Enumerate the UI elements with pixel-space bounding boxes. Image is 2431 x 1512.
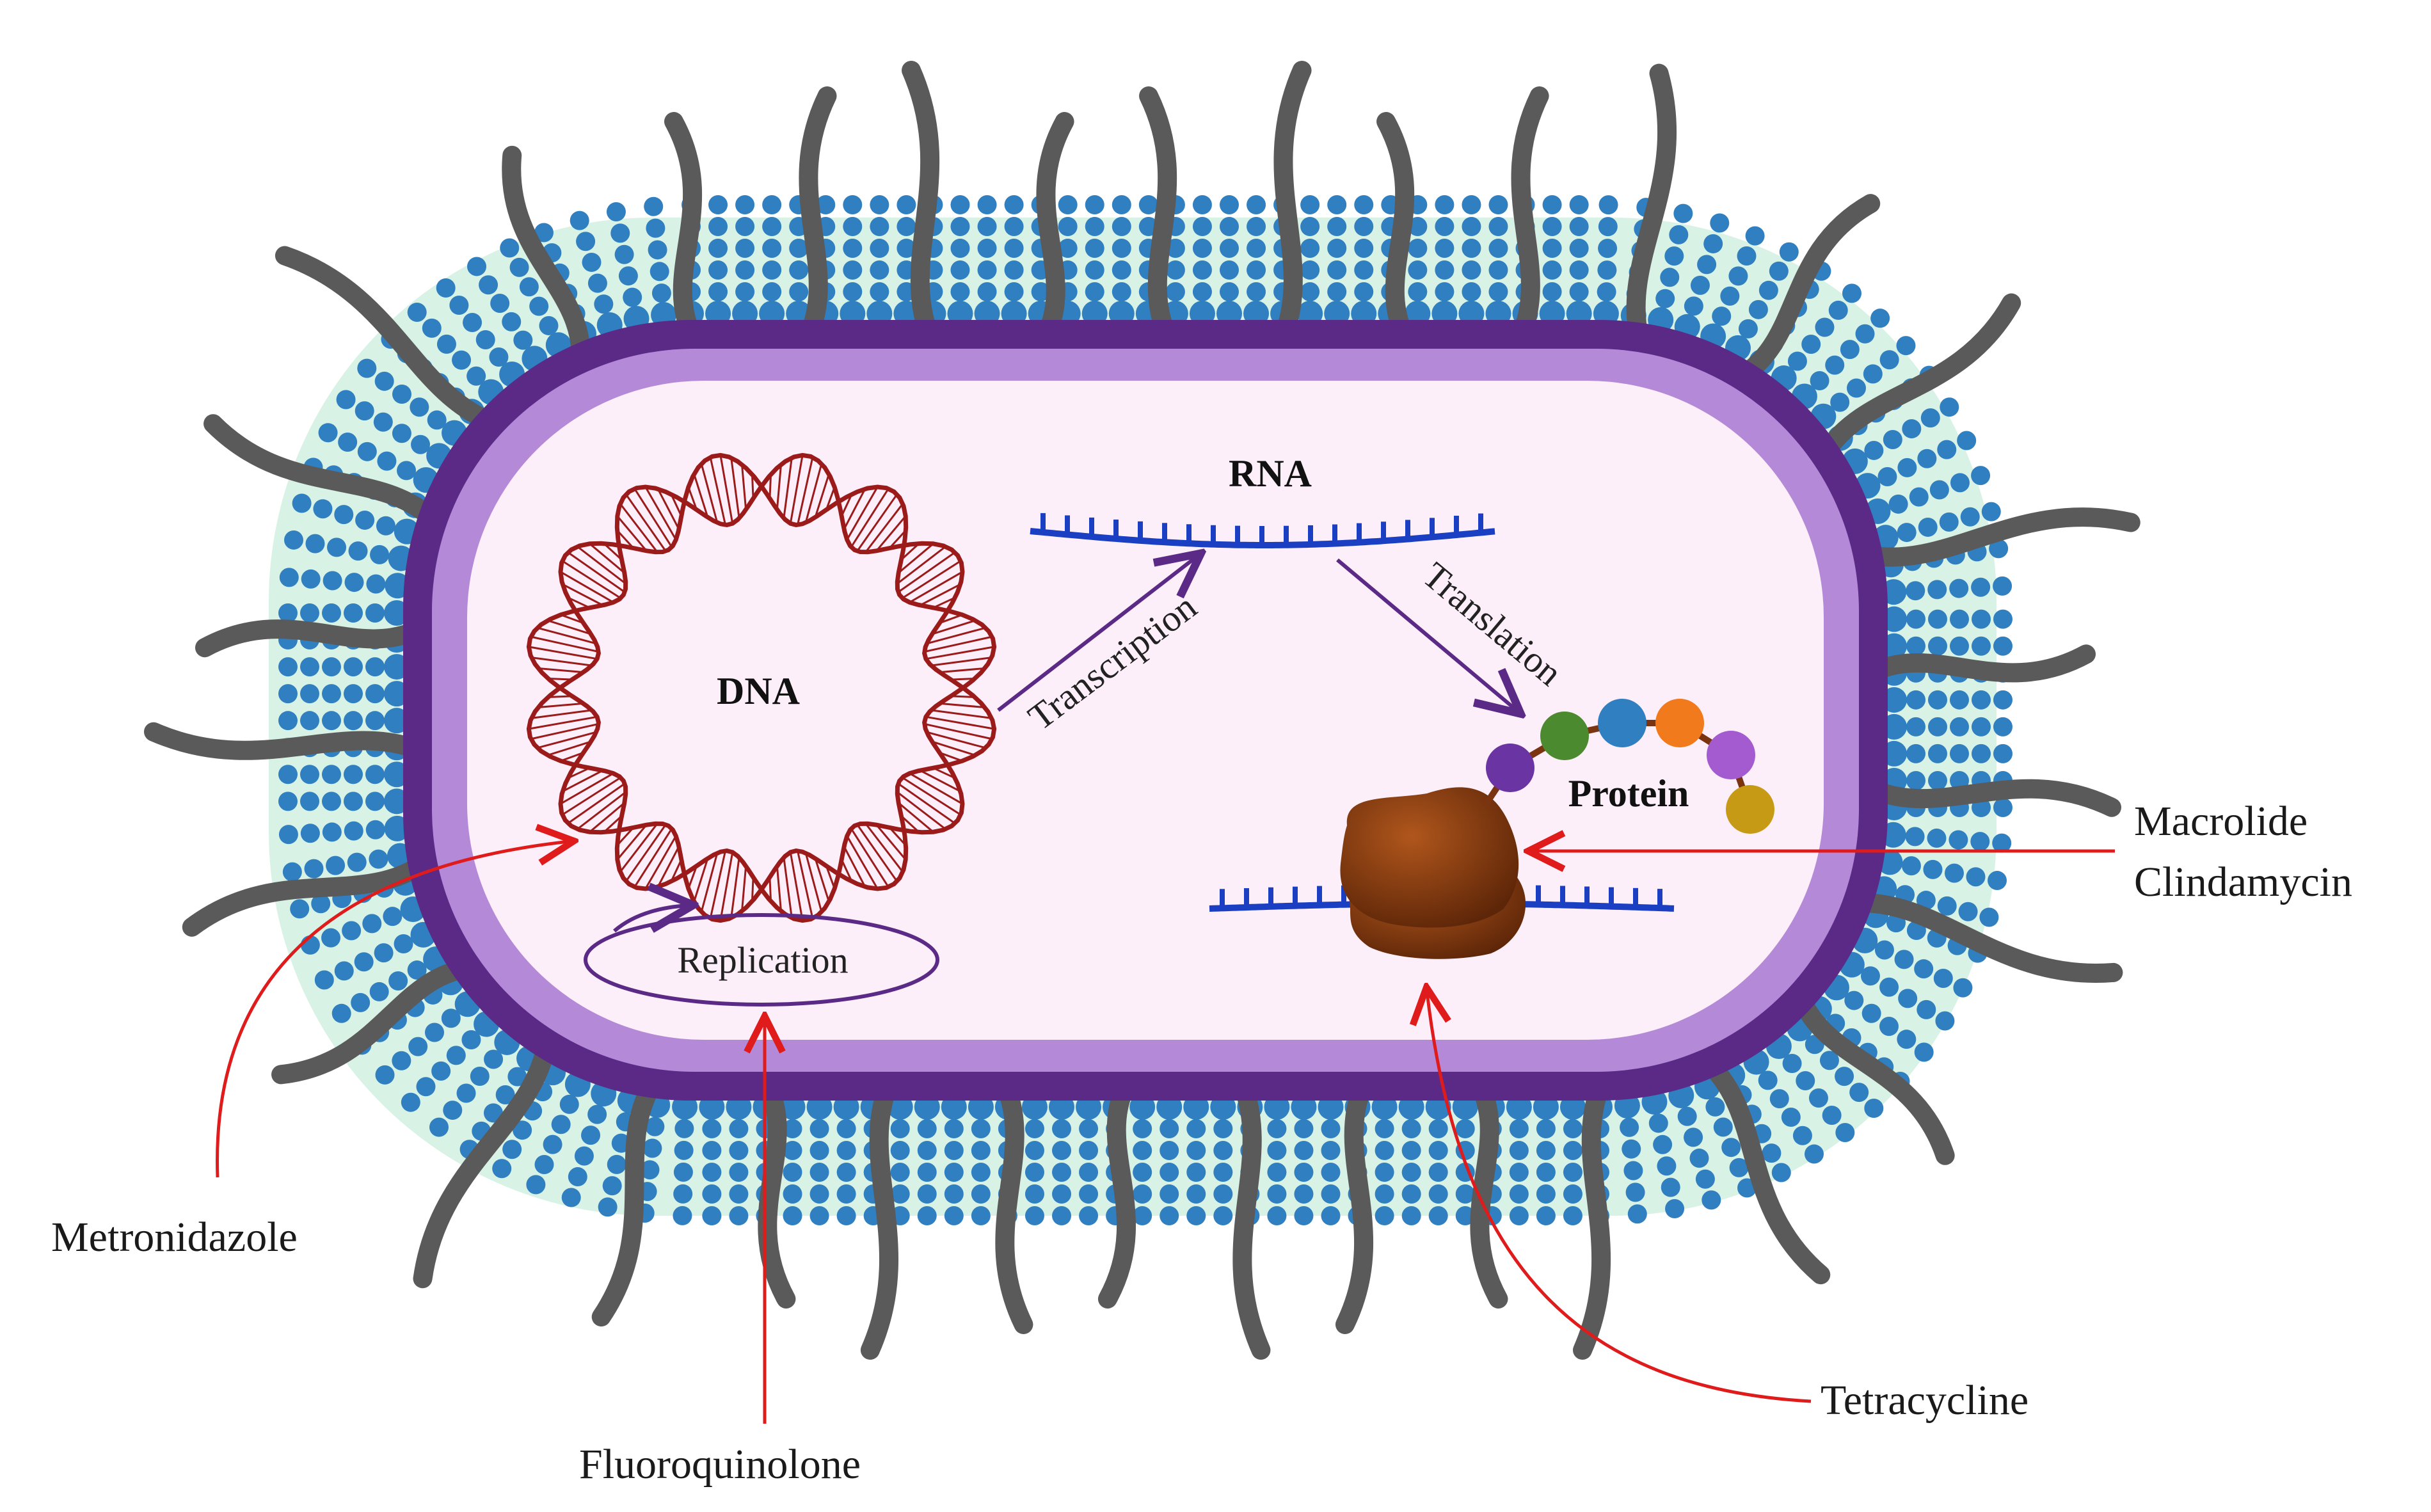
fluoroquinolone-label: Fluoroquinolone: [579, 1441, 861, 1488]
protein-chain-icon: [1481, 699, 1774, 834]
ribosome-icon: [1340, 787, 1526, 959]
metronidazole-arrow: [216, 841, 570, 1178]
transcription-arrow: [997, 557, 1197, 712]
flagella-group: [144, 61, 2140, 1360]
protein-label: Protein: [1568, 772, 1689, 815]
dna-label: DNA: [717, 670, 800, 712]
circular-dna-icon: [526, 452, 997, 923]
replication-label: Replication: [677, 939, 848, 981]
translation-arrow: [1336, 558, 1517, 710]
mrna-strand-icon: [1030, 513, 1495, 548]
macrolide-label: Macrolide: [2134, 798, 2307, 845]
rna-label: RNA: [1229, 452, 1312, 495]
replication-arrow: [613, 905, 688, 931]
tetracycline-label: Tetracycline: [1821, 1377, 2028, 1424]
replication-loop: [584, 913, 939, 1007]
tetracycline-arrow: [1427, 992, 1812, 1403]
clindamycin-label: Clindamycin: [2134, 859, 2352, 905]
metronidazole-label: Metronidazole: [51, 1214, 298, 1261]
